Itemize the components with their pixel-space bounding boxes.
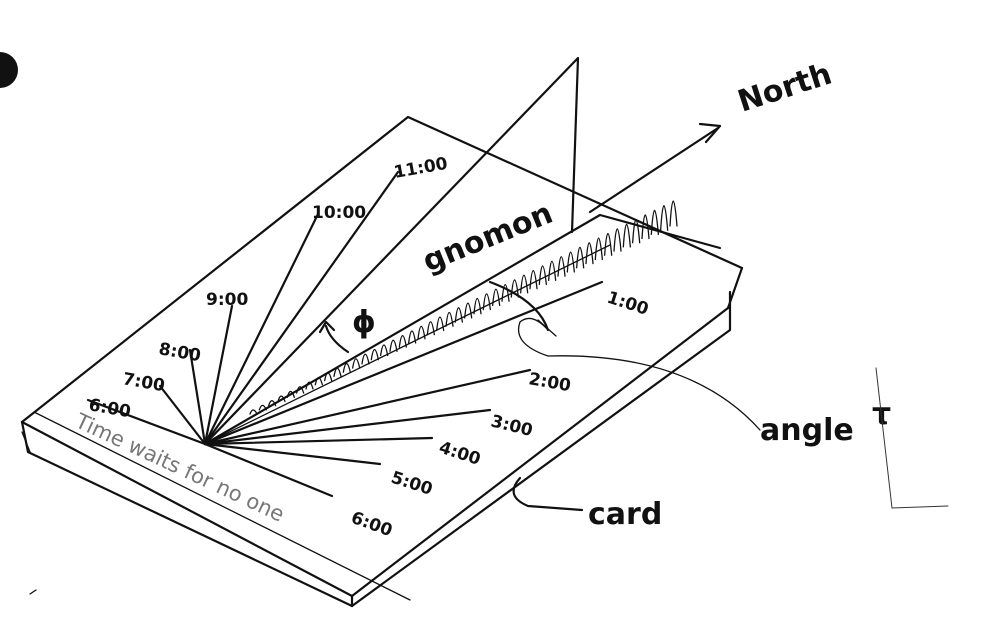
hour-line-morning-1 bbox=[158, 384, 207, 446]
hour-line-morning-2 bbox=[188, 348, 207, 446]
shadow-stroke bbox=[548, 260, 557, 281]
hour-label-morning-4: 10:00 bbox=[312, 203, 366, 223]
shadow-stroke bbox=[249, 409, 258, 415]
hour-label-morning-2: 8:00 bbox=[157, 339, 202, 366]
shadow-stroke bbox=[501, 283, 510, 302]
shadow-stroke bbox=[389, 339, 398, 352]
shadow-stroke bbox=[342, 362, 351, 373]
hour-label-afternoon-2: 3:00 bbox=[489, 411, 535, 441]
shadow-stroke bbox=[324, 372, 333, 382]
shadow-stroke bbox=[305, 381, 314, 390]
hour-line-afternoon-2 bbox=[203, 408, 492, 446]
gnomon-shadow bbox=[249, 200, 678, 415]
hour-line-morning-4 bbox=[203, 212, 320, 446]
hour-label-morning-5: 11:00 bbox=[392, 154, 449, 183]
shadow-stroke bbox=[557, 256, 566, 277]
shadow-stroke bbox=[482, 293, 491, 311]
hour-line-afternoon-3 bbox=[203, 436, 434, 446]
card-label: card bbox=[588, 497, 662, 532]
north-arrow bbox=[588, 122, 722, 214]
shadow-stroke bbox=[426, 321, 435, 336]
hour-label-morning-1: 7:00 bbox=[121, 369, 166, 396]
shadow-stroke bbox=[268, 400, 277, 407]
shadow-stroke bbox=[473, 297, 482, 315]
shadow-stroke bbox=[333, 367, 342, 378]
shadow-stroke bbox=[408, 330, 417, 344]
card-pointer bbox=[512, 476, 584, 512]
hour-label-morning-3: 9:00 bbox=[206, 290, 248, 310]
angle-label: angle bbox=[760, 413, 854, 448]
shadow-stroke bbox=[660, 205, 669, 231]
shadow-stroke bbox=[417, 325, 426, 340]
shadow-stroke bbox=[641, 214, 650, 240]
shadow-stroke bbox=[286, 390, 295, 398]
shadow-stroke bbox=[529, 270, 538, 290]
motto-text: Time waits for no one bbox=[71, 408, 288, 526]
hour-label-afternoon-4: 5:00 bbox=[388, 468, 435, 500]
shadow-stroke bbox=[258, 404, 267, 411]
stray-mark bbox=[29, 589, 37, 595]
card-base bbox=[20, 115, 744, 608]
shadow-stroke bbox=[576, 246, 585, 269]
shadow-stroke bbox=[632, 219, 641, 244]
tau-arc bbox=[488, 280, 761, 431]
north-label: North bbox=[734, 57, 836, 120]
shadow-stroke bbox=[464, 302, 473, 319]
shadow-stroke bbox=[492, 288, 501, 307]
shadow-stroke bbox=[352, 358, 361, 369]
shadow-stroke bbox=[370, 348, 379, 361]
hour-label-afternoon-1: 2:00 bbox=[527, 369, 572, 396]
shadow-stroke bbox=[566, 251, 575, 273]
shadow-stroke bbox=[604, 232, 613, 256]
shadow-stroke bbox=[445, 311, 454, 327]
shadow-stroke bbox=[613, 228, 622, 252]
shadow-stroke bbox=[594, 237, 603, 261]
shadow-stroke bbox=[380, 344, 389, 357]
shadow-stroke bbox=[669, 200, 678, 227]
ink-blot bbox=[0, 52, 18, 88]
shadow-stroke bbox=[277, 395, 286, 403]
hour-label-afternoon-0: 1:00 bbox=[604, 288, 651, 320]
tau-box bbox=[875, 367, 949, 509]
phi-arc bbox=[318, 320, 350, 354]
shadow-stroke bbox=[454, 307, 463, 323]
phi-label: ϕ bbox=[352, 305, 376, 340]
hour-line-morning-5 bbox=[203, 170, 400, 446]
hour-line-morning-3 bbox=[203, 304, 234, 446]
hour-line-morning-0 bbox=[86, 398, 207, 446]
shadow-stroke bbox=[520, 274, 529, 294]
hour-label-afternoon-3: 4:00 bbox=[436, 438, 483, 470]
shadow-stroke bbox=[398, 335, 407, 348]
shadow-stroke bbox=[436, 316, 445, 332]
shadow-stroke bbox=[296, 386, 305, 394]
shadow-stroke bbox=[650, 209, 659, 236]
hour-label-afternoon-5: 6:00 bbox=[348, 508, 395, 541]
shadow-stroke bbox=[314, 376, 323, 386]
shadow-stroke bbox=[585, 242, 594, 265]
shadow-stroke bbox=[622, 223, 631, 248]
gnomon-sail bbox=[203, 56, 722, 446]
hour-line-afternoon-4 bbox=[203, 442, 382, 466]
hour-line-afternoon-1 bbox=[203, 368, 532, 446]
hour-line-afternoon-5 bbox=[203, 442, 334, 498]
shadow-stroke bbox=[538, 265, 547, 286]
gnomon-label: gnomon bbox=[418, 196, 558, 280]
shadow-stroke bbox=[361, 353, 370, 365]
